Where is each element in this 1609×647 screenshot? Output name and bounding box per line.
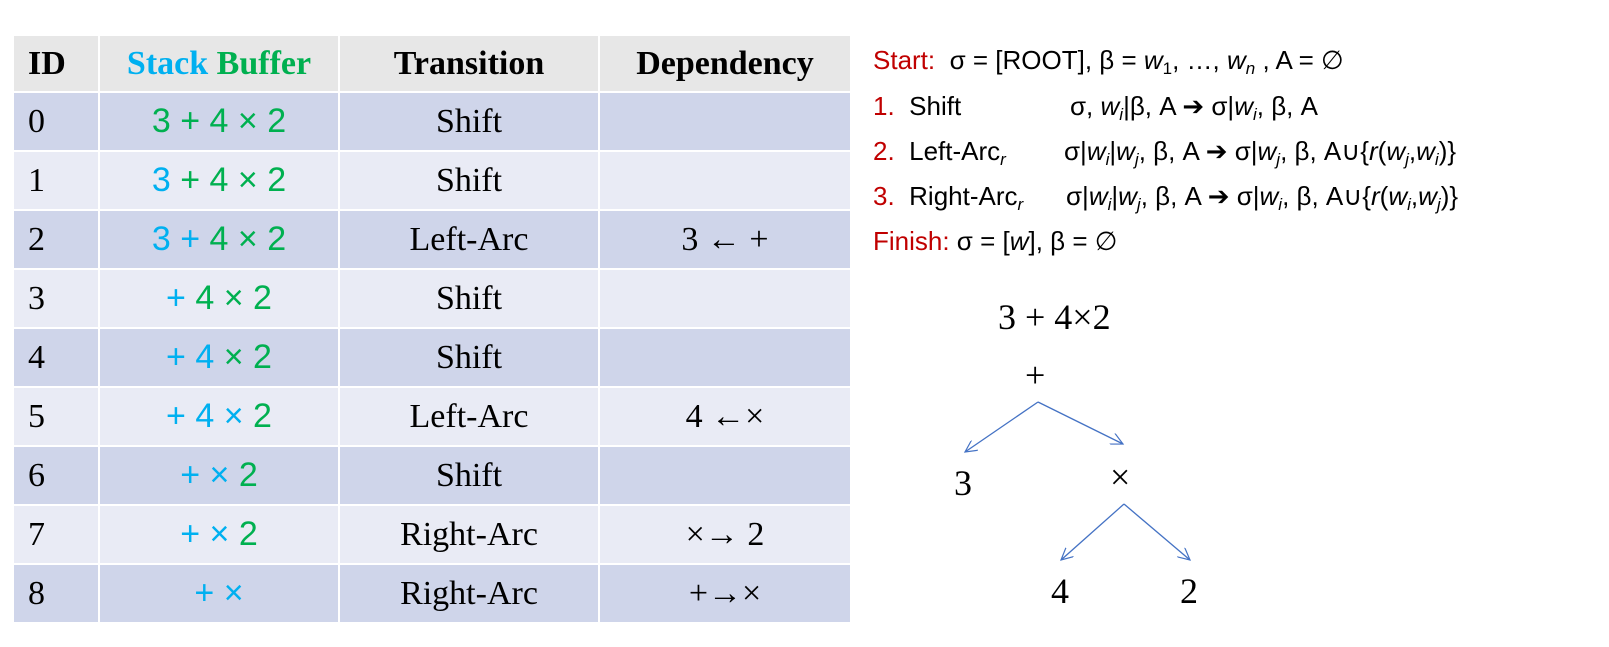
stack-buffer-cell: 3 + 4 × 2 — [98, 209, 340, 270]
stack-buffer-cell: + × 2 — [98, 445, 340, 506]
row-id: 7 — [12, 504, 100, 565]
dependency-cell — [598, 327, 852, 388]
stack-buffer-cell: + 4 × 2 — [98, 268, 340, 329]
rule-name-right-arc: Right-Arc — [909, 181, 1018, 211]
rule-number-2: 2. — [873, 136, 895, 166]
tree-expression: 3 + 4×2 — [998, 297, 1111, 337]
stack-buffer-cell: + × — [98, 563, 340, 624]
dependency-cell — [598, 91, 852, 152]
buffer-content: + 4 × 2 — [180, 161, 287, 199]
dependency-tree: 3 + 4×2 + 3 × 4 2 — [940, 290, 1260, 630]
transition-cell: Left-Arc — [338, 209, 600, 270]
stack-content: + × — [180, 456, 230, 494]
buffer-content: × 2 — [223, 338, 272, 376]
buffer-content: 4 × 2 — [195, 279, 272, 317]
stack-content: + × — [180, 515, 230, 553]
header-stack-buffer: Stack Buffer — [98, 34, 340, 93]
stack-buffer-cell: + 4 × 2 — [98, 386, 340, 447]
row-id: 2 — [12, 209, 100, 270]
header-id: ID — [12, 34, 100, 93]
table-row: 6 + × 2 Shift — [12, 445, 852, 506]
transition-cell: Shift — [338, 150, 600, 211]
buffer-content: 4 × 2 — [209, 220, 287, 258]
tree-edges — [940, 401, 1260, 630]
table-row: 8 + × Right-Arc +→× — [12, 563, 852, 624]
row-id: 6 — [12, 445, 100, 506]
rule-left-arc: 2. Left-Arcr σ|wi|wj, β, A ➔ σ|wj, β, A∪… — [873, 136, 1457, 169]
table-row: 0 3 + 4 × 2 Shift — [12, 91, 852, 152]
transition-cell: Shift — [338, 327, 600, 388]
edge-root-mid — [1037, 401, 1123, 444]
stack-content: + × — [194, 574, 244, 612]
rule-shift: 1. Shift σ, wi|β, A ➔ σ|wi, β, A — [873, 91, 1318, 124]
row-id: 0 — [12, 91, 100, 152]
stack-buffer-cell: 3 + 4 × 2 — [98, 91, 340, 152]
edge-mid-right2 — [1123, 503, 1190, 560]
row-id: 8 — [12, 563, 100, 624]
header-stack: Stack — [126, 44, 209, 82]
dependency-cell: +→× — [598, 563, 852, 624]
edge-mid-left2 — [1061, 503, 1125, 560]
header-dependency: Dependency — [598, 34, 852, 93]
row-id: 5 — [12, 386, 100, 447]
dependency-cell: 4 ←× — [598, 386, 852, 447]
rule-number-1: 1. — [873, 91, 895, 121]
transition-cell: Shift — [338, 445, 600, 506]
tree-node-times: × — [1110, 457, 1131, 497]
rule-start: Start: σ = [ROOT], β = w1, …, wn , A = ∅ — [873, 45, 1344, 78]
table-row: 5 + 4 × 2 Left-Arc 4 ←× — [12, 386, 852, 447]
row-id: 1 — [12, 150, 100, 211]
edge-root-left — [965, 401, 1039, 452]
transition-cell: Left-Arc — [338, 386, 600, 447]
tree-node-2: 2 — [1180, 571, 1198, 611]
buffer-content: 2 — [253, 397, 272, 435]
stack-content: + 4 × — [166, 397, 244, 435]
header-transition: Transition — [338, 34, 600, 93]
buffer-content: 2 — [238, 515, 258, 553]
rule-number-3: 3. — [873, 181, 895, 211]
dependency-cell: 3 ← + — [598, 209, 852, 270]
buffer-content: 2 — [238, 456, 258, 494]
table-row: 7 + × 2 Right-Arc ×→ 2 — [12, 504, 852, 565]
table-row: 3 + 4 × 2 Shift — [12, 268, 852, 329]
transition-cell: Right-Arc — [338, 563, 600, 624]
transition-table: ID Stack Buffer Transition Dependency 0 … — [12, 34, 852, 624]
stack-buffer-cell: 3 + 4 × 2 — [98, 150, 340, 211]
dependency-cell — [598, 445, 852, 506]
stack-buffer-cell: + × 2 — [98, 504, 340, 565]
tree-node-4: 4 — [1051, 571, 1069, 611]
dependency-cell: ×→ 2 — [598, 504, 852, 565]
row-id: 4 — [12, 327, 100, 388]
stack-content: 3 + — [151, 220, 201, 258]
dependency-cell — [598, 150, 852, 211]
rule-name-left-arc: Left-Arc — [909, 136, 1001, 166]
stack-content: 3 — [151, 161, 171, 199]
transition-cell: Shift — [338, 268, 600, 329]
buffer-content: 3 + 4 × 2 — [151, 102, 287, 140]
table-row: 4 + 4 × 2 Shift — [12, 327, 852, 388]
table-header-row: ID Stack Buffer Transition Dependency — [12, 34, 852, 93]
rule-right-arc: 3. Right-Arcr σ|wi|wj, β, A ➔ σ|wi, β, A… — [873, 181, 1459, 214]
rule-name-shift: Shift — [909, 91, 962, 121]
table-row: 1 3 + 4 × 2 Shift — [12, 150, 852, 211]
transition-cell: Right-Arc — [338, 504, 600, 565]
tree-node-3: 3 — [954, 463, 972, 503]
table-row: 2 3 + 4 × 2 Left-Arc 3 ← + — [12, 209, 852, 270]
stack-buffer-cell: + 4 × 2 — [98, 327, 340, 388]
rule-finish: Finish: σ = [w], β = ∅ — [873, 226, 1118, 256]
start-label: Start: — [873, 45, 936, 75]
stack-content: + — [166, 279, 186, 317]
dependency-cell — [598, 268, 852, 329]
header-buffer: Buffer — [216, 44, 312, 82]
transition-cell: Shift — [338, 91, 600, 152]
row-id: 3 — [12, 268, 100, 329]
finish-label: Finish: — [873, 226, 950, 256]
tree-root-node: + — [1025, 355, 1046, 395]
stack-content: + 4 — [166, 338, 215, 376]
